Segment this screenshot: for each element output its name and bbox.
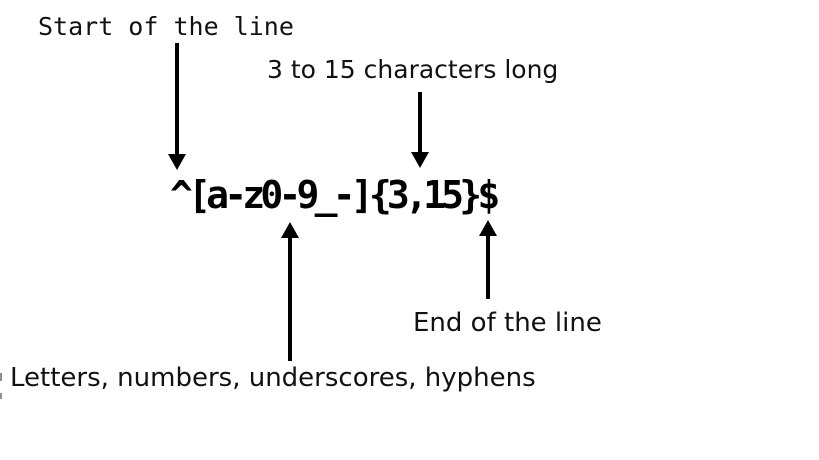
end-anchor-label: End of the line [413,308,602,338]
start-anchor-label: Start of the line [38,12,294,41]
regex-pattern: ^[a-z0-9_-]{3,15}$ [170,173,500,217]
left-edge-artifact [0,373,2,381]
up-arrow-end-anchor-icon [479,220,497,299]
quantifier-label: 3 to 15 characters long [267,55,559,84]
down-arrow-start-anchor-icon [168,43,186,170]
arrow-shaft [486,233,490,299]
left-edge-artifact [0,393,2,399]
arrow-head [281,222,299,238]
arrow-shaft [175,43,179,157]
arrow-head [479,220,497,236]
arrow-head [411,152,429,168]
arrow-head [168,154,186,170]
arrow-shaft [418,92,422,155]
arrow-shaft [288,235,292,361]
down-arrow-quantifier-icon [411,92,429,168]
char-class-label: Letters, numbers, underscores, hyphens [10,363,536,393]
up-arrow-char-class-icon [281,222,299,361]
